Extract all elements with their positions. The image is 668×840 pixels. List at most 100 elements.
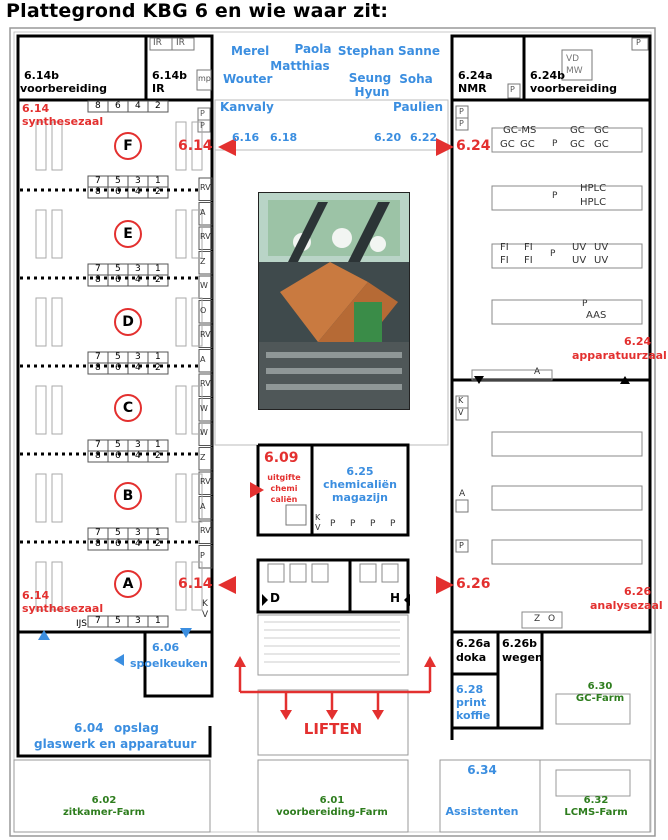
room-604 bbox=[16, 632, 212, 758]
upper-bench-number: 1 bbox=[155, 527, 161, 538]
upper-bench-number: 1 bbox=[155, 175, 161, 186]
room-h bbox=[348, 558, 410, 614]
fume-hood bbox=[198, 226, 213, 250]
fume-hood-code: A bbox=[200, 501, 206, 511]
top-bench-number: 4 bbox=[135, 100, 141, 111]
upper-bench-number: 3 bbox=[135, 527, 141, 538]
label-vd: VD bbox=[566, 54, 580, 64]
lower-bench-number: 8 bbox=[95, 450, 101, 461]
person-kanvaly: Kanvaly bbox=[220, 100, 274, 114]
corridor-616: 6.16 bbox=[232, 131, 260, 144]
inst-uv-2: UV bbox=[594, 242, 609, 253]
room-609-name-3: caliën bbox=[270, 495, 298, 504]
lower-bench-number: 4 bbox=[135, 362, 141, 373]
inst-fi-3: FI bbox=[500, 255, 509, 266]
entrance-626: 6.26 bbox=[456, 576, 491, 592]
room-628-name-2: koffie bbox=[456, 709, 491, 722]
lower-bench-number: 2 bbox=[155, 274, 161, 285]
inst-uv-1: UV bbox=[572, 242, 587, 253]
lower-bench-number: 6 bbox=[115, 538, 121, 549]
upper-bench-number: 1 bbox=[155, 351, 161, 362]
room-609-name-2: chemi bbox=[270, 484, 298, 493]
bench-cell bbox=[147, 538, 169, 551]
room-614b-voor-number: 6.14b bbox=[24, 69, 60, 82]
top-bench-number: 8 bbox=[95, 100, 101, 111]
entrance-arrow-614-bottom bbox=[218, 576, 236, 594]
lower-bench-number: 4 bbox=[135, 274, 141, 285]
lab-bench bbox=[175, 561, 187, 611]
fume-hood-code: RV bbox=[200, 330, 211, 339]
room-606-number: 6.06 bbox=[152, 641, 180, 654]
fume-hood-code: A bbox=[200, 354, 206, 364]
fume-hood-code: W bbox=[200, 403, 208, 413]
room-632-name: LCMS-Farm bbox=[564, 807, 628, 818]
lab-bench bbox=[35, 385, 47, 435]
room-614-bottom-name: synthesezaal bbox=[22, 602, 104, 615]
inst-p-3: P bbox=[550, 249, 556, 259]
room-614-top-number: 6.14 bbox=[22, 102, 50, 115]
room-628-number: 6.28 bbox=[456, 683, 484, 696]
room-626b-name: wegen bbox=[502, 651, 543, 664]
lower-bench-number: 8 bbox=[95, 186, 101, 197]
fume-hood bbox=[198, 496, 213, 520]
person-hyun: Hyun bbox=[354, 85, 390, 99]
person-stephan: Stephan bbox=[337, 44, 395, 58]
entrance-614-top: 6.14 bbox=[178, 138, 213, 154]
person-paola: Paola bbox=[294, 42, 332, 56]
lab-bench bbox=[51, 385, 63, 435]
inst-gc-4: GC bbox=[594, 125, 609, 136]
entrance-624: 6.24 bbox=[456, 138, 491, 154]
fume-hood-code: O bbox=[200, 305, 207, 315]
entrance-arrow-624 bbox=[436, 138, 454, 156]
room-609-number: 6.09 bbox=[264, 450, 299, 466]
lab-bench bbox=[51, 561, 63, 611]
fume-hood bbox=[198, 545, 213, 569]
lab-bench bbox=[175, 209, 187, 259]
lower-bench-number: 6 bbox=[115, 274, 121, 285]
label-p-r1: P bbox=[459, 107, 464, 116]
bench-cell bbox=[147, 450, 169, 463]
room-624b-number: 6.24b bbox=[530, 69, 566, 82]
label-ir-1: IR bbox=[153, 38, 162, 48]
lab-bench bbox=[51, 297, 63, 347]
room-625-name-2: magazijn bbox=[332, 491, 388, 504]
page-title: Plattegrond KBG 6 en wie waar zit: bbox=[6, 0, 389, 22]
room-614b-ir-name: IR bbox=[152, 82, 165, 95]
fume-hood-code: RV bbox=[200, 232, 211, 241]
inst-aas: AAS bbox=[586, 310, 607, 321]
inst-fi-1: FI bbox=[500, 242, 509, 253]
lower-bench-number: 4 bbox=[135, 450, 141, 461]
room-604-name-2: glaswerk en apparatuur bbox=[34, 737, 197, 751]
room-626a-name: doka bbox=[456, 651, 487, 664]
room-626-name: analysezaal bbox=[590, 599, 663, 612]
entrance-arrow-626 bbox=[436, 576, 454, 594]
inst-uv-4: UV bbox=[594, 255, 609, 266]
bench-cell bbox=[147, 100, 169, 113]
inst-z-right: Z bbox=[534, 614, 541, 624]
room-606 bbox=[143, 630, 214, 698]
upper-bench-number: 7 bbox=[95, 527, 101, 538]
label-p-r2: P bbox=[459, 119, 464, 128]
row-d: D bbox=[114, 308, 142, 336]
bench-cell bbox=[147, 186, 169, 199]
entrance-arrow-614-top bbox=[218, 138, 236, 156]
inst-gc-3: GC bbox=[570, 125, 585, 136]
lab-bench bbox=[35, 121, 47, 171]
fume-hood bbox=[198, 177, 213, 201]
label-v-left: V bbox=[202, 610, 209, 620]
fume-hood-code: W bbox=[200, 281, 208, 290]
room-614b-ir-number: 6.14b bbox=[152, 69, 188, 82]
fume-hood bbox=[198, 349, 213, 373]
fume-hood-code: Z bbox=[200, 256, 206, 266]
inst-gc-1: GC bbox=[500, 139, 515, 150]
room-630-number: 6.30 bbox=[587, 681, 613, 692]
lower-bench-number: 2 bbox=[155, 186, 161, 197]
inst-gc-6: GC bbox=[594, 139, 609, 150]
room-628-name-1: print bbox=[456, 696, 487, 709]
row-c: C bbox=[114, 394, 142, 422]
upper-bench-number: 5 bbox=[115, 527, 121, 538]
label-p-tr: P bbox=[636, 38, 641, 47]
fume-hood bbox=[198, 373, 213, 397]
inst-a-right: A bbox=[534, 367, 541, 377]
